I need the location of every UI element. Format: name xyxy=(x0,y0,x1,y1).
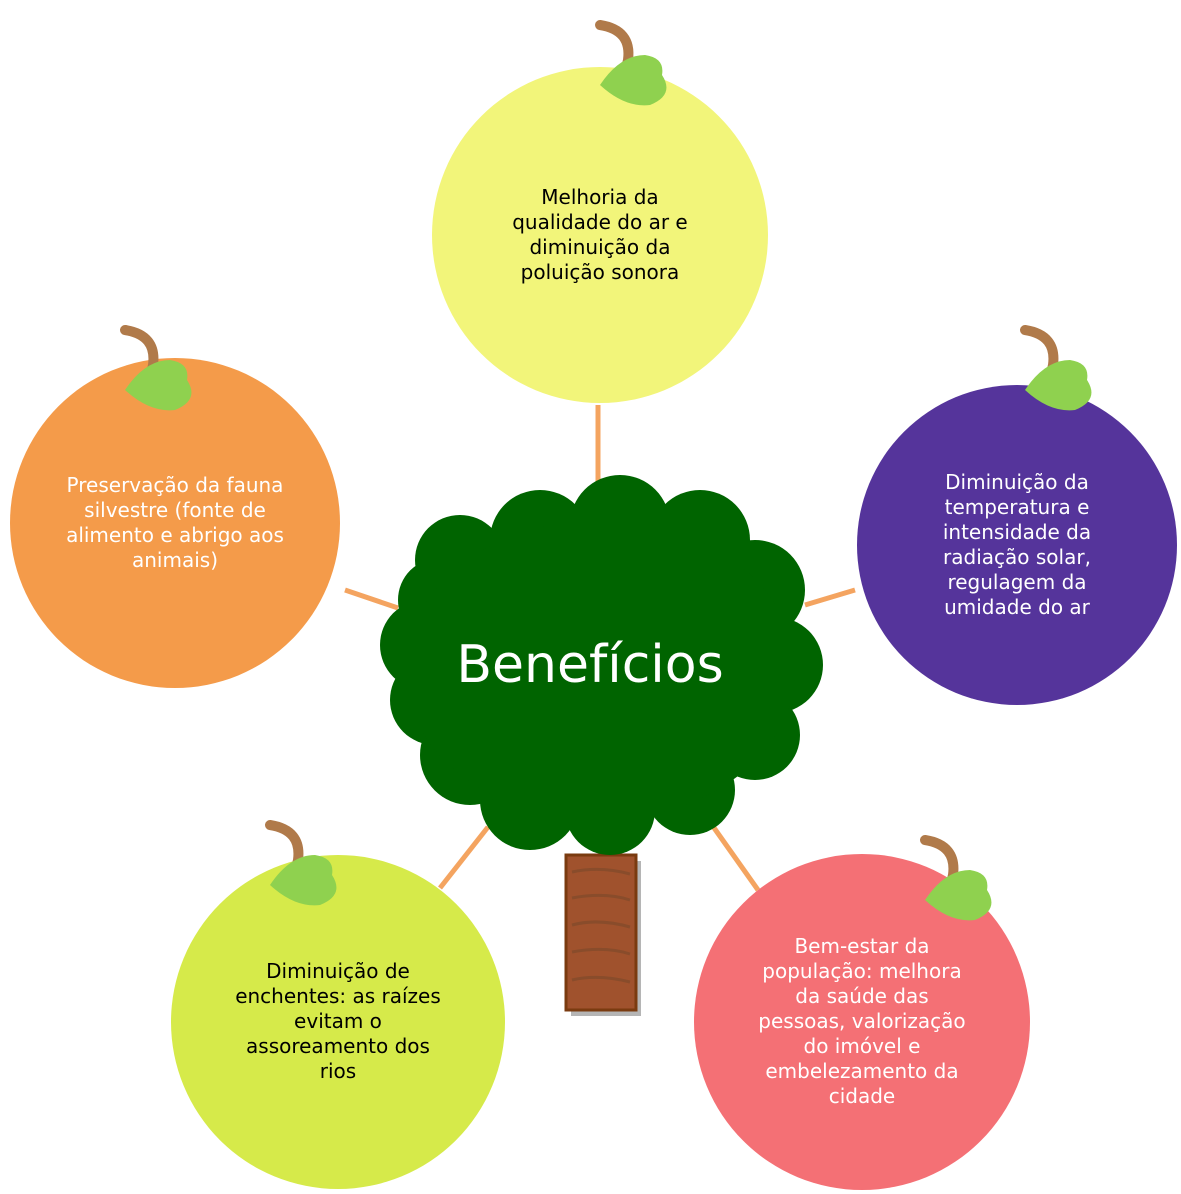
fruit-circle-fauna xyxy=(10,358,340,688)
connector-fauna xyxy=(344,587,399,611)
fruit-circle-wellbeing xyxy=(694,854,1030,1190)
fruit-wellbeing xyxy=(694,835,1030,1190)
benefit-text-temperature: Diminuição da temperatura e intensidade … xyxy=(942,470,1092,619)
fruit-circle-floods xyxy=(171,855,505,1189)
fruit-circle-temperature xyxy=(857,385,1177,705)
connector-temperature xyxy=(804,587,856,608)
leaf-icon xyxy=(925,870,992,921)
benefit-text-air: Melhoria da qualidade do ar e diminuição… xyxy=(512,184,688,284)
fruit-floods xyxy=(171,820,505,1189)
fruit-temperature xyxy=(857,325,1177,705)
connector-wellbeing xyxy=(709,823,761,892)
leaf-icon xyxy=(125,360,192,411)
connectors xyxy=(344,405,856,892)
benefit-text-wellbeing: Bem-estar da população: melhora da saúde… xyxy=(758,934,966,1109)
fruit-air xyxy=(432,20,768,403)
benefit-text-fauna: Preservação da fauna silvestre (fonte de… xyxy=(66,473,284,572)
leaf-icon xyxy=(1025,360,1092,411)
benefit-text-floods: Diminuição de enchentes: as raízes evita… xyxy=(235,959,441,1084)
leaf-icon xyxy=(600,55,667,106)
tree-canopy xyxy=(380,475,823,855)
fruit-circle-air xyxy=(432,67,768,403)
connector-floods xyxy=(438,825,490,890)
center-title: Benefícios xyxy=(456,635,724,695)
fruit-fauna xyxy=(10,325,340,688)
tree-trunk xyxy=(564,853,641,1016)
leaf-icon xyxy=(270,855,337,906)
